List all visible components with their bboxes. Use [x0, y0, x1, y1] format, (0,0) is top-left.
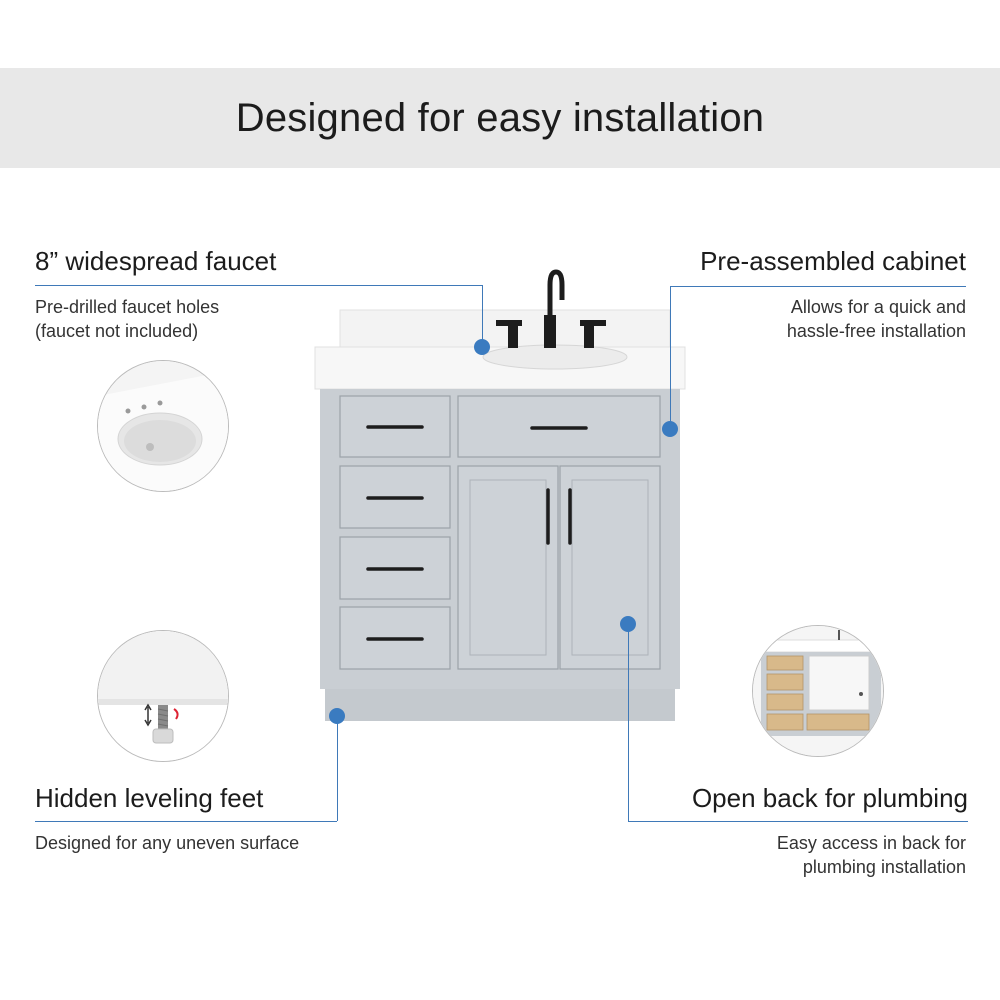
feet-connector-v [337, 716, 338, 821]
page-title: Designed for easy installation [235, 95, 765, 140]
faucet-icon [496, 269, 606, 348]
faucet-dot [474, 339, 490, 355]
feet-title: Hidden leveling feet [35, 783, 264, 813]
cabinet-desc-line2: hassle-free installation [786, 321, 966, 341]
feet-desc-line1: Designed for any uneven surface [35, 833, 300, 853]
sink-closeup-image [97, 360, 229, 492]
cabinet-connector-v [670, 286, 671, 429]
plumbing-desc-line1: Easy access in back for [776, 833, 966, 853]
faucet-connector-h [35, 285, 482, 286]
plumbing-dot [620, 616, 636, 632]
header-banner: Designed for easy installation [0, 68, 1000, 168]
feet-dot [329, 708, 345, 724]
faucet-connector-v [482, 285, 483, 347]
cabinet-desc-line1: Allows for a quick and [790, 297, 966, 317]
plumbing-connector-h [628, 821, 968, 822]
feet-connector-h [35, 821, 337, 822]
faucet-desc-line1: Pre-drilled faucet holes [35, 297, 220, 317]
plumbing-desc-line2: plumbing installation [802, 857, 966, 877]
faucet-desc-line2: (faucet not included) [35, 321, 199, 341]
cabinet-dot [662, 421, 678, 437]
plumbing-title: Open back for plumbing [691, 783, 968, 813]
faucet-title: 8” widespread faucet [35, 246, 277, 276]
open-back-image [752, 625, 884, 757]
cabinet-connector-h [670, 286, 966, 287]
leveling-foot-image [97, 630, 229, 762]
cabinet-title: Pre-assembled cabinet [700, 246, 966, 276]
plumbing-connector-v [628, 624, 629, 821]
